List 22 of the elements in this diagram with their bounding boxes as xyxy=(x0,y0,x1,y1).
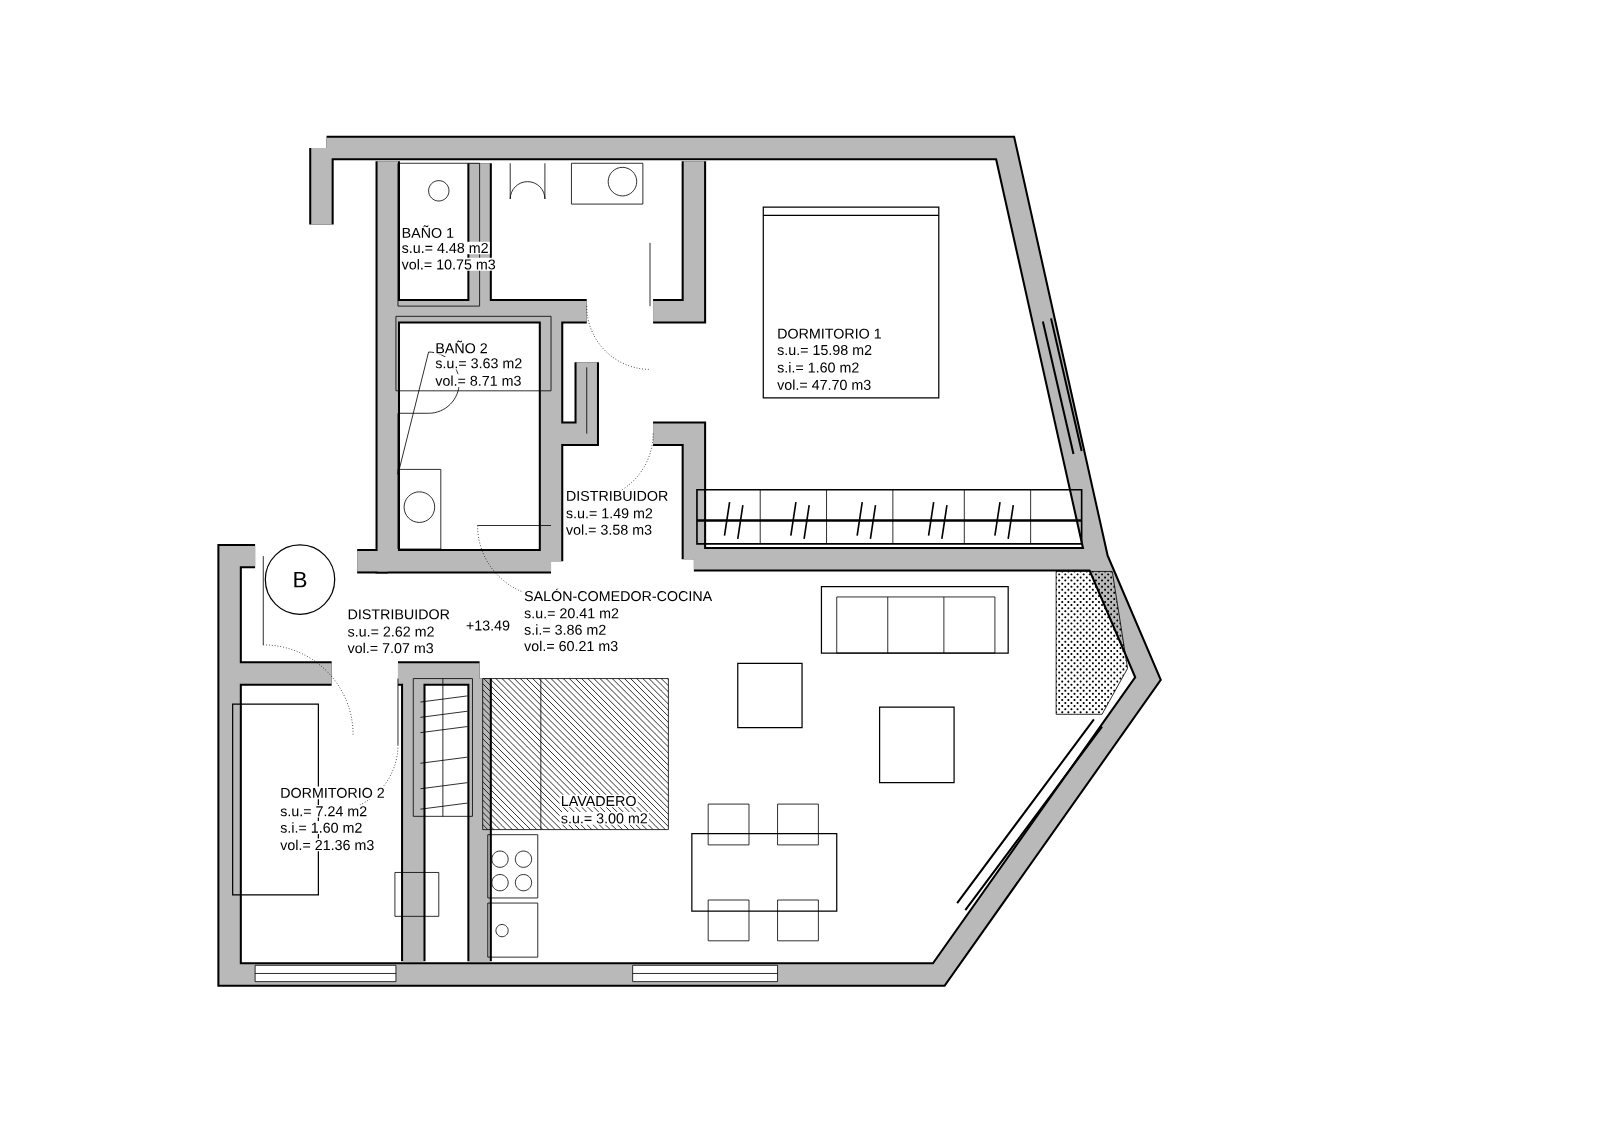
room-label: s.i.= 1.60 m2 xyxy=(775,361,861,375)
room-label: vol.= 10.75 m3 xyxy=(400,258,497,271)
room-label: BAÑO 2 xyxy=(434,339,489,355)
room-label: vol.= 21.36 m3 xyxy=(279,838,376,852)
room-label: BAÑO 1 xyxy=(400,224,456,240)
room-label: vol.= 47.70 m3 xyxy=(775,378,873,392)
room-label: s.i.= 3.86 m2 xyxy=(522,623,608,637)
room-label: vol.= 3.58 m3 xyxy=(564,523,654,537)
room-label: vol.= 8.71 m3 xyxy=(434,374,523,388)
room-label: DISTRIBUIDOR xyxy=(346,608,452,621)
room-label: vol.= 7.07 m3 xyxy=(346,641,435,655)
room-label: vol.= 60.21 m3 xyxy=(522,639,620,653)
room-label: DORMITORIO 1 xyxy=(775,327,883,341)
room-label: s.u.= 3.00 m2 xyxy=(559,812,649,825)
room-label: SALÓN-COMEDOR-COCINA xyxy=(522,587,714,603)
room-label: s.u.= 7.24 m2 xyxy=(279,805,369,818)
room-label: s.u.= 1.49 m2 xyxy=(564,507,655,520)
room-label: s.u.= 20.41 m2 xyxy=(522,607,621,620)
room-label: +13.49 xyxy=(464,619,512,633)
room-label: s.u.= 3.63 m2 xyxy=(434,357,524,370)
room-label: s.u.= 2.62 m2 xyxy=(346,625,436,639)
room-label: s.i.= 1.60 m2 xyxy=(279,821,364,835)
